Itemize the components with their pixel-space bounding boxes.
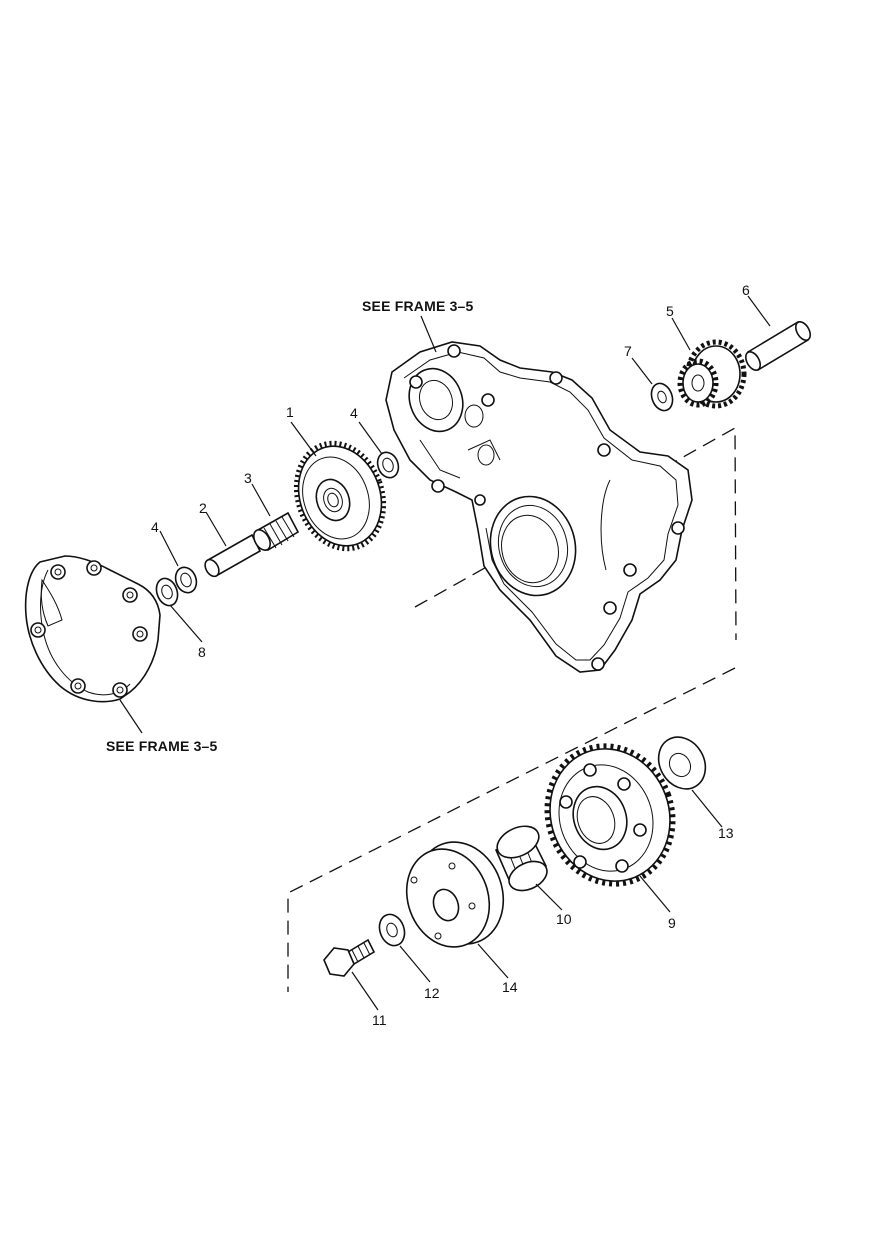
callout-4-left: 4 (151, 519, 159, 535)
callout-4-right: 4 (350, 405, 358, 421)
washer-8 (155, 577, 179, 607)
washer-13 (657, 736, 707, 790)
callout-8: 8 (198, 644, 206, 660)
bolt-11 (323, 938, 376, 977)
callout-14: 14 (502, 979, 518, 995)
callout-2: 2 (199, 500, 207, 516)
callout-6: 6 (742, 282, 750, 298)
washer-12 (378, 913, 406, 947)
shaft-2 (204, 533, 262, 578)
callout-11: 11 (372, 1012, 387, 1028)
callout-13: 13 (718, 825, 734, 841)
starter-clutch-14 (405, 841, 505, 948)
callout-7: 7 (624, 343, 632, 359)
reference-labels: SEE FRAME 3–5 SEE FRAME 3–5 (106, 298, 474, 754)
washer-7 (650, 382, 674, 412)
see-frame-top: SEE FRAME 3–5 (362, 298, 474, 314)
callout-1: 1 (286, 404, 294, 420)
needle-bearing-10 (494, 825, 548, 892)
needle-bearing-3 (253, 511, 300, 552)
idler-gear-1 (293, 440, 387, 552)
shaft-6 (744, 320, 812, 372)
see-frame-left: SEE FRAME 3–5 (106, 738, 218, 754)
part-callouts: 1 2 3 4 4 5 6 7 8 9 10 11 12 13 14 (151, 282, 750, 1028)
crankcase-cover (385, 341, 693, 673)
washer-4-right (376, 451, 400, 479)
idler-gear-5 (677, 339, 747, 409)
callout-3: 3 (244, 470, 252, 486)
starter-gear-9 (544, 743, 676, 887)
outer-cover-left (24, 555, 161, 703)
washer-4-left (174, 566, 198, 594)
callout-10: 10 (556, 911, 572, 927)
callout-9: 9 (668, 915, 676, 931)
leader-lines (119, 295, 771, 1011)
callout-12: 12 (424, 985, 440, 1001)
callout-5: 5 (666, 303, 674, 319)
